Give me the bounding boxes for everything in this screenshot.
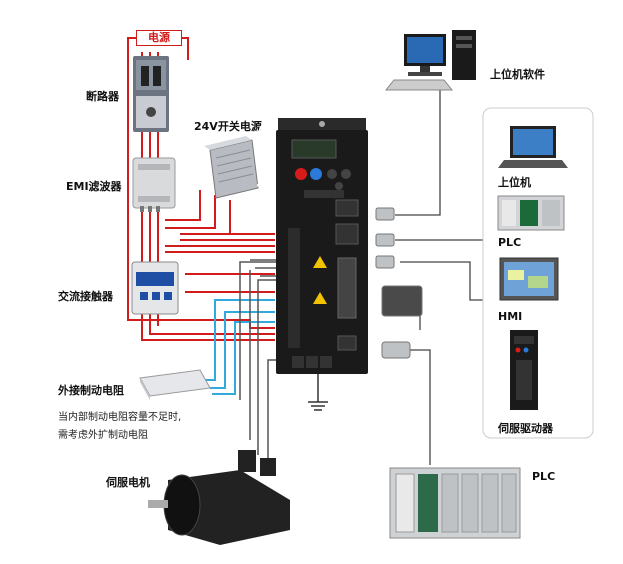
servo-drive-icon — [276, 118, 368, 374]
brake-note-line-1: 当内部制动电阻容量不足时, — [58, 412, 182, 423]
ground-icon — [308, 374, 328, 411]
power-label: 电源 — [136, 30, 182, 46]
peripheral-panel — [482, 107, 594, 439]
servo-motor-label: 伺服电机 — [106, 476, 150, 489]
motor-wires — [239, 259, 290, 460]
brand-logo-text: Alcortech — [256, 123, 271, 198]
emi-filter-label: EMI滤波器 — [66, 180, 122, 193]
hmi-icon — [499, 257, 559, 301]
plc-icon — [497, 195, 565, 231]
switch-psu-label: 24V开关电源 — [194, 120, 262, 133]
laptop-icon — [498, 126, 568, 168]
host-label: 上位机 — [498, 176, 531, 189]
servo-driver-small-icon — [510, 330, 538, 410]
servo-motor-icon — [148, 450, 290, 545]
switch-psu-icon — [204, 136, 259, 199]
hmi-label: HMI — [498, 310, 523, 323]
power-wires — [127, 37, 275, 341]
brake-resistor-icon — [139, 369, 211, 400]
servo-driver-label: 伺服驱动器 — [498, 422, 553, 435]
plc-large-label: PLC — [532, 470, 556, 483]
comm-plugs — [375, 207, 423, 359]
plc-small-label: PLC — [498, 236, 522, 249]
contactor-icon — [131, 261, 179, 315]
desktop-pc-icon — [384, 30, 476, 91]
brake-note-line-2: 需考虑外扩制动电阻 — [58, 430, 148, 441]
emi-filter-icon — [132, 157, 176, 212]
host-software-label: 上位机软件 — [490, 68, 545, 81]
brake-resistor-label: 外接制动电阻 — [58, 384, 124, 397]
plc-rack-icon — [389, 467, 521, 539]
breaker-icon — [133, 56, 169, 132]
comm-wires — [395, 90, 483, 465]
contactor-label: 交流接触器 — [58, 290, 113, 303]
breaker-label: 断路器 — [86, 90, 119, 103]
